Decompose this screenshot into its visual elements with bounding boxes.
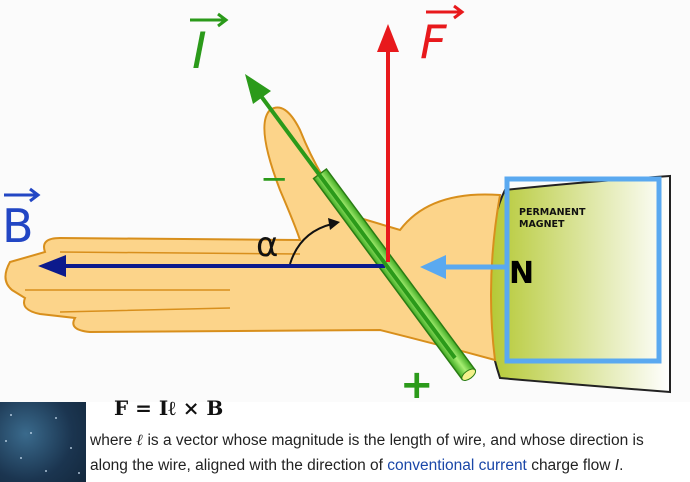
caption-text: along the wire, aligned with the directi… — [90, 457, 383, 474]
current-symbol: I — [614, 457, 620, 474]
right-hand-rule-diagram: I F B α − + N PERMANENT MAGNET — [2, 4, 671, 402]
force-label: F — [420, 15, 447, 69]
minus-label: − — [260, 159, 289, 199]
starry-background-panel — [0, 402, 86, 482]
magnet-frame — [504, 176, 662, 364]
current-label: I — [192, 22, 207, 80]
caption-text: . — [619, 457, 624, 474]
angle-label: α — [256, 225, 278, 265]
magnet-field-arrow — [420, 255, 505, 279]
caption-line-1: where ℓ is a vector whose magnitude is t… — [90, 430, 644, 450]
length-symbol: ℓ — [136, 430, 144, 449]
force-formula: F = Iℓ × B — [114, 396, 224, 420]
field-arrow — [38, 255, 385, 277]
conventional-current-link[interactable]: conventional current — [387, 457, 527, 474]
plus-label: + — [400, 362, 434, 402]
field-label: B — [2, 199, 34, 253]
force-vector-arrow-icon — [426, 4, 465, 20]
caption: F = Iℓ × B where ℓ is a vector whose mag… — [86, 396, 690, 482]
magnet-label-line2: MAGNET — [519, 219, 565, 230]
angle-arrowhead — [328, 218, 340, 230]
force-arrow — [377, 24, 399, 262]
magnet-label-line1: PERMANENT — [519, 207, 586, 218]
caption-text: is a vector whose magnitude is the lengt… — [147, 432, 644, 449]
north-pole-label: N — [509, 256, 534, 291]
caption-text: charge flow — [531, 457, 611, 474]
caption-text: where — [90, 432, 133, 449]
field-vector-arrow-icon — [4, 187, 41, 203]
current-vector-arrow-icon — [190, 12, 229, 28]
current-arrow — [245, 74, 457, 360]
caption-line-2: along the wire, aligned with the directi… — [90, 457, 623, 475]
angle-arc — [289, 223, 333, 265]
